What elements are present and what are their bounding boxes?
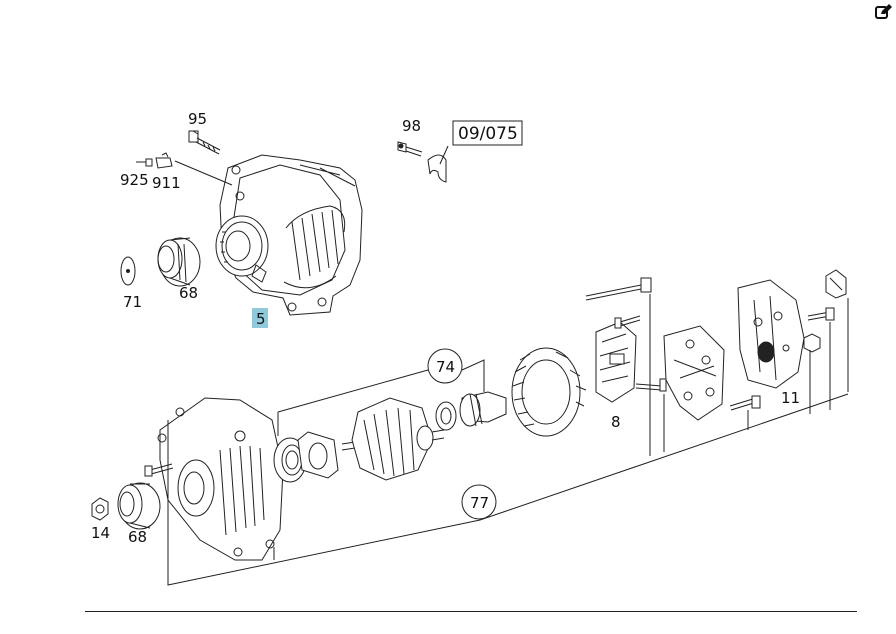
screw-98[interactable] [397, 141, 423, 157]
callout-77-circle[interactable] [461, 484, 497, 520]
label-68-bottom[interactable]: 68 [128, 528, 147, 546]
screw-11[interactable] [807, 307, 835, 321]
screw-regulator[interactable] [614, 315, 667, 392]
label-77[interactable]: 77 [470, 494, 489, 512]
bolt-rectifier[interactable] [729, 395, 761, 411]
slip-ring-cover[interactable] [459, 391, 507, 427]
pulley-68-top[interactable] [157, 237, 201, 287]
alternator-assembly-top[interactable] [215, 154, 363, 316]
connector-911[interactable] [155, 152, 173, 169]
label-71[interactable]: 71 [123, 293, 142, 311]
label-ref[interactable]: 09/075 [458, 124, 518, 144]
washer-71[interactable] [120, 256, 136, 286]
retaining-plate[interactable] [297, 431, 339, 479]
highlight-5 [252, 308, 268, 328]
callout-74-circle[interactable] [427, 348, 463, 384]
front-housing[interactable] [157, 397, 284, 561]
bottom-divider [85, 611, 857, 612]
label-68-top[interactable]: 68 [179, 284, 198, 302]
leader-911 [174, 160, 233, 186]
pin-925[interactable] [136, 158, 153, 167]
through-bolt[interactable] [585, 277, 652, 301]
cap-11[interactable] [825, 269, 847, 299]
rectifier[interactable] [663, 325, 725, 421]
stator[interactable] [511, 347, 587, 437]
label-8[interactable]: 8 [611, 413, 621, 431]
leader-74 [277, 359, 485, 436]
bearing-rear[interactable] [435, 401, 457, 431]
label-14[interactable]: 14 [91, 524, 110, 542]
label-5[interactable]: 5 [256, 310, 266, 328]
ref-box [452, 120, 523, 146]
pulley-68-bottom[interactable] [117, 482, 161, 530]
label-11[interactable]: 11 [781, 389, 800, 407]
bolt-front[interactable] [144, 463, 174, 477]
nut-11[interactable] [803, 333, 821, 353]
edit-icon[interactable] [874, 2, 894, 22]
leader-77-branches [273, 294, 849, 560]
label-925[interactable]: 925 [120, 171, 149, 189]
label-98[interactable]: 98 [402, 117, 421, 135]
rotor[interactable] [341, 397, 445, 481]
label-74[interactable]: 74 [436, 358, 455, 376]
voltage-regulator-8[interactable] [595, 321, 637, 403]
leader-77-main [167, 393, 849, 586]
rear-cover-11[interactable] [737, 279, 805, 389]
nut-14[interactable] [91, 497, 109, 521]
bolt-95[interactable] [188, 130, 221, 155]
label-911[interactable]: 911 [152, 174, 181, 192]
clip-09-075[interactable] [427, 145, 449, 183]
label-95[interactable]: 95 [188, 110, 207, 128]
